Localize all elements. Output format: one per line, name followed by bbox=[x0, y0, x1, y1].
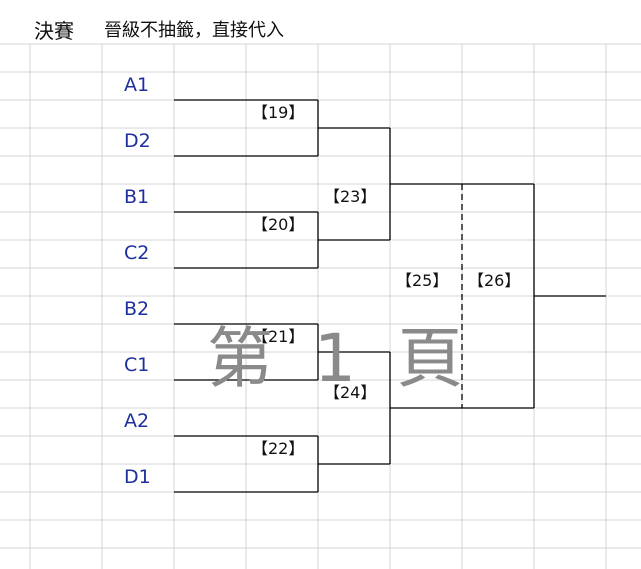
match-label-21[interactable]: 【21】 bbox=[252, 327, 305, 346]
team-cell[interactable]: D2 bbox=[124, 130, 151, 152]
match-label-26[interactable]: 【26】 bbox=[468, 271, 521, 290]
match-label-20[interactable]: 【20】 bbox=[252, 215, 305, 234]
team-cell[interactable]: B2 bbox=[124, 298, 150, 320]
match-label-19[interactable]: 【19】 bbox=[252, 103, 305, 122]
match-label-22[interactable]: 【22】 bbox=[252, 439, 305, 458]
match-label-23[interactable]: 【23】 bbox=[324, 187, 377, 206]
sheet-subtitle[interactable]: 晉級不抽籤，直接代入 bbox=[104, 20, 284, 41]
sheet-title[interactable]: 決賽 bbox=[34, 19, 74, 43]
team-cell[interactable]: C1 bbox=[124, 354, 150, 376]
match-label-24[interactable]: 【24】 bbox=[324, 383, 377, 402]
match-label-25[interactable]: 【25】 bbox=[396, 271, 449, 290]
team-cell[interactable]: B1 bbox=[124, 186, 150, 208]
team-cell[interactable]: C2 bbox=[124, 242, 150, 264]
team-cell[interactable]: D1 bbox=[124, 466, 151, 488]
page-number-watermark: 第 1 頁 bbox=[207, 320, 473, 397]
team-cell[interactable]: A1 bbox=[124, 74, 150, 96]
team-cell[interactable]: A2 bbox=[124, 410, 150, 432]
